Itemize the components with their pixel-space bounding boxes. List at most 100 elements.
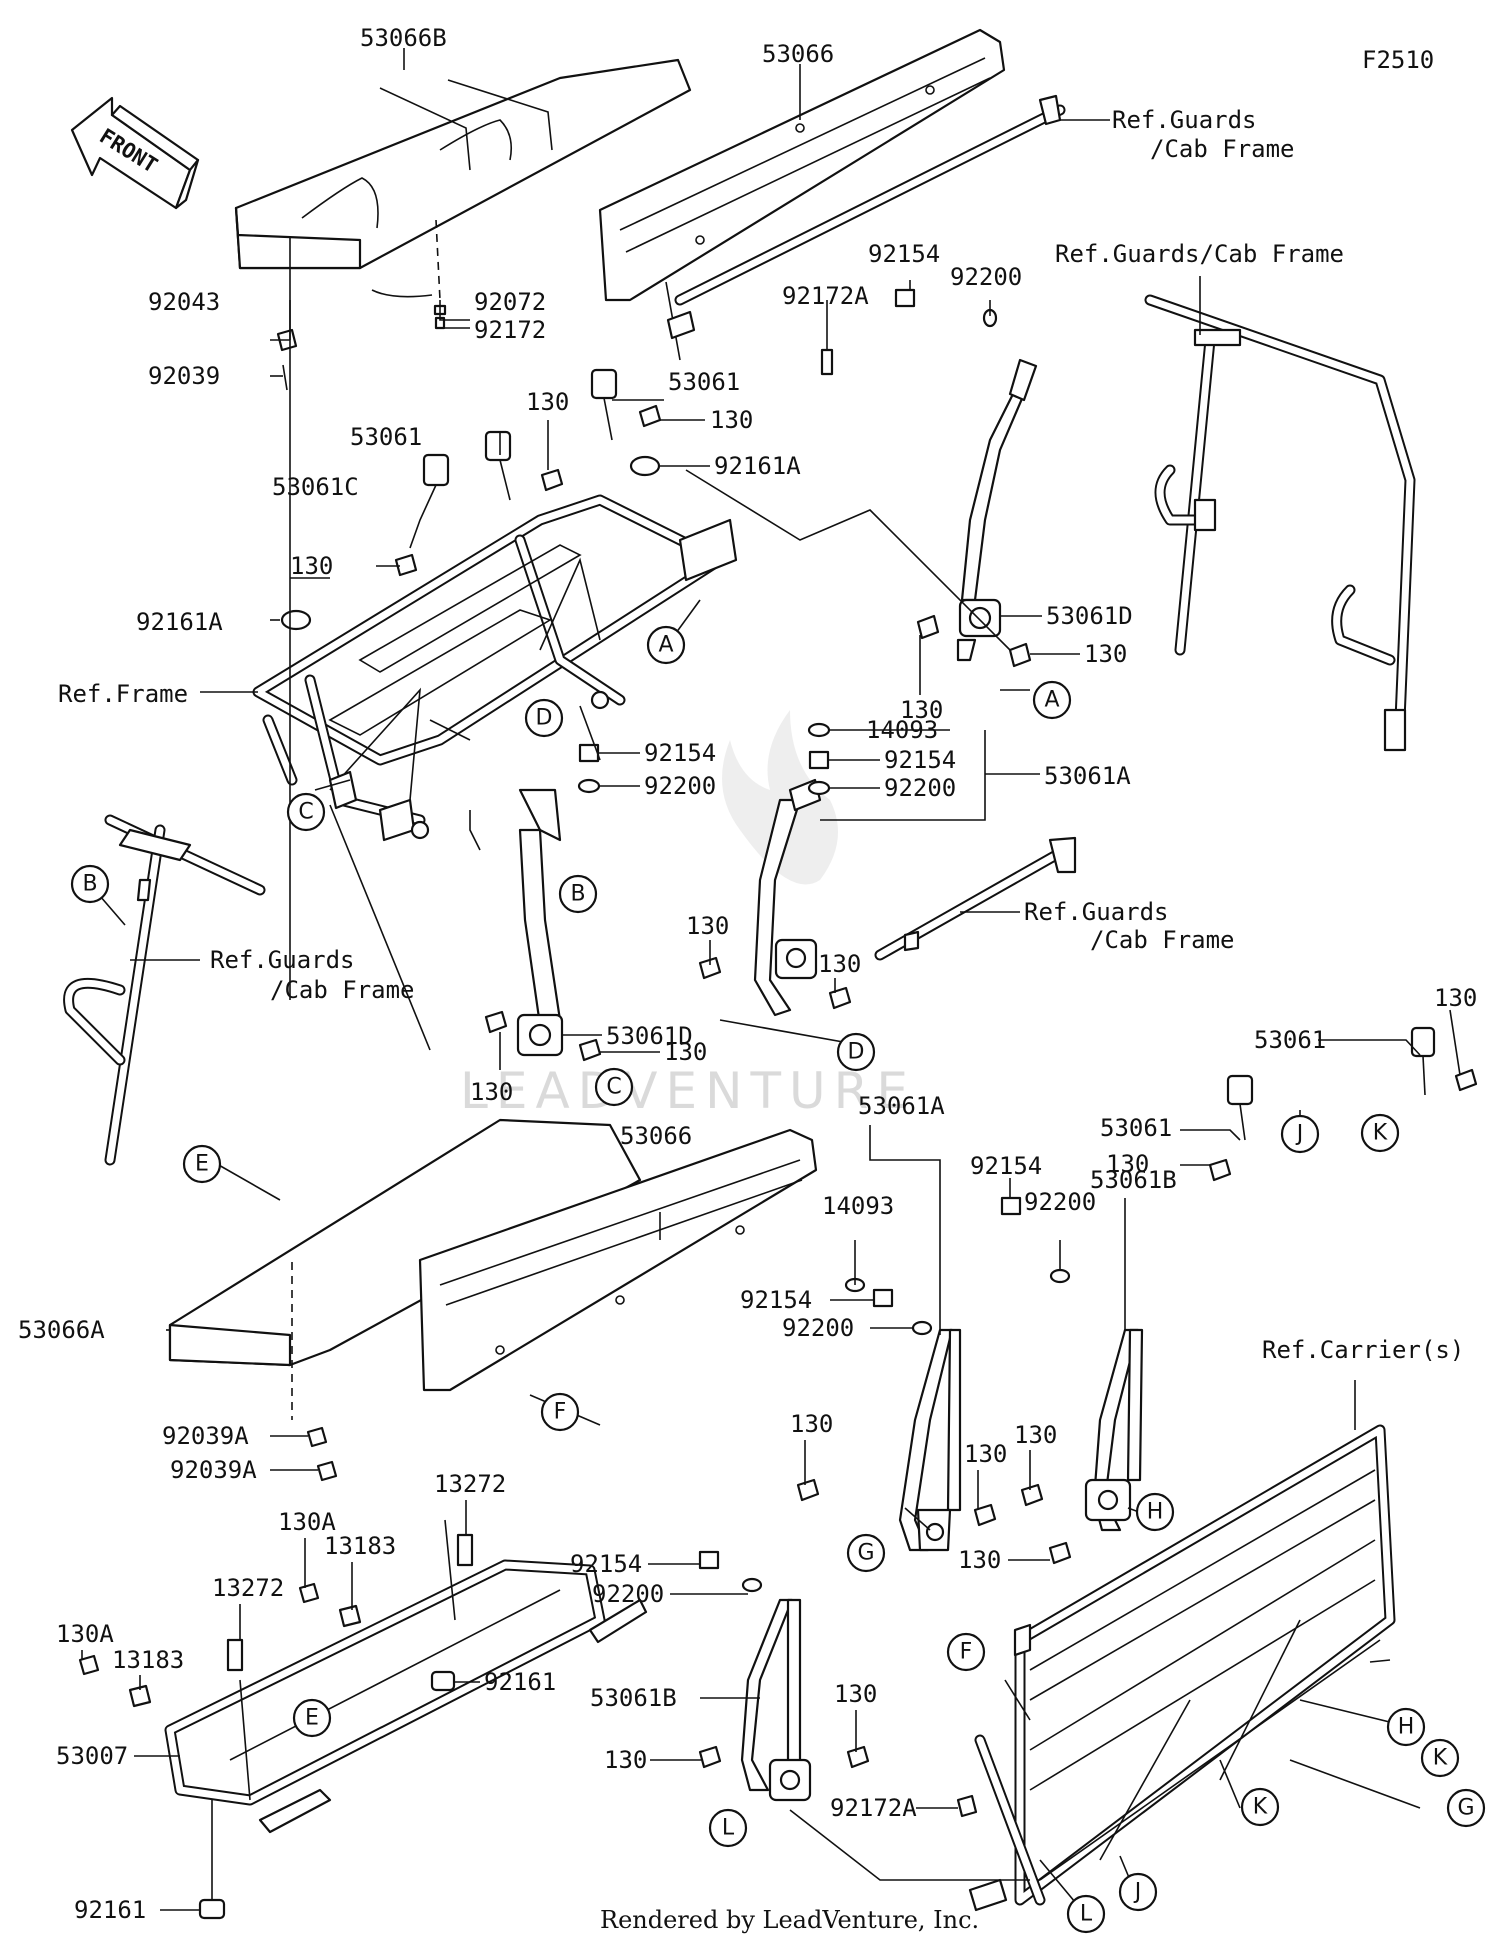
svg-text:B: B bbox=[82, 872, 97, 897]
label-92039: 92039 bbox=[148, 362, 220, 390]
callout-A-1: A bbox=[646, 625, 686, 665]
label-53061A-a: 53061A bbox=[1044, 762, 1131, 790]
label-92172A-bottom: 92172A bbox=[830, 1794, 917, 1822]
label-92200-a: 92200 bbox=[884, 774, 956, 802]
label-ref-guards-mid-1: Ref.Guards bbox=[1024, 898, 1169, 926]
label-53066A: 53066A bbox=[18, 1316, 105, 1344]
label-92161A-b: 92161A bbox=[136, 608, 223, 636]
label-92200-b: 92200 bbox=[644, 772, 716, 800]
label-92172: 92172 bbox=[474, 316, 546, 344]
figure-code: F2510 bbox=[1362, 46, 1434, 74]
buckle-53061-d bbox=[1410, 1026, 1436, 1096]
callout-C-2: C bbox=[594, 1067, 634, 1107]
label-ref-guards-mid-2: /Cab Frame bbox=[1090, 926, 1235, 954]
label-53061A-b: 53061A bbox=[858, 1092, 945, 1120]
callout-H-2: H bbox=[1386, 1707, 1426, 1747]
label-13272-b: 13272 bbox=[212, 1574, 284, 1602]
seatbelt-53061A-lower bbox=[898, 1328, 962, 1552]
callout-L-2: L bbox=[1066, 1894, 1106, 1934]
label-53066B: 53066B bbox=[360, 24, 447, 52]
callout-F-2: F bbox=[946, 1632, 986, 1672]
label-92172A-top: 92172A bbox=[782, 282, 869, 310]
label-14093-a: 14093 bbox=[866, 716, 938, 744]
seatbelt-53061B-right bbox=[1084, 1328, 1144, 1532]
label-92154-a: 92154 bbox=[884, 746, 956, 774]
callout-A-2: A bbox=[1032, 680, 1072, 720]
label-130-o: 130 bbox=[958, 1546, 1001, 1574]
label-130-g: 130 bbox=[818, 950, 861, 978]
sub-frame-53007 bbox=[164, 1519, 648, 1920]
label-92154-top: 92154 bbox=[868, 240, 940, 268]
label-53066-top: 53066 bbox=[762, 40, 834, 68]
label-13272-a: 13272 bbox=[434, 1470, 506, 1498]
buckle-53061C bbox=[409, 453, 450, 549]
seatbelt-53061D-right bbox=[956, 358, 1038, 662]
label-ref-guards-left-2: /Cab Frame bbox=[270, 976, 415, 1004]
label-53007: 53007 bbox=[56, 1742, 128, 1770]
callout-G-1: G bbox=[846, 1533, 886, 1573]
watermark: LEADVENTURE bbox=[460, 710, 916, 1120]
label-14093-b: 14093 bbox=[822, 1192, 894, 1220]
callout-K-1: K bbox=[1360, 1113, 1400, 1153]
label-130-h: 130 bbox=[664, 1038, 707, 1066]
watermark-text: LEADVENTURE bbox=[460, 1062, 916, 1120]
label-92039A-b: 92039A bbox=[170, 1456, 257, 1484]
label-130-i: 130 bbox=[470, 1078, 513, 1106]
front-arrow-icon: FRONT bbox=[70, 96, 200, 210]
callout-D-1: D bbox=[524, 698, 564, 738]
svg-text:G: G bbox=[857, 1541, 874, 1566]
callout-H-1: H bbox=[1135, 1492, 1175, 1532]
callout-F-1: F bbox=[540, 1392, 580, 1432]
svg-text:H: H bbox=[1398, 1715, 1415, 1740]
label-130-a: 130 bbox=[710, 406, 753, 434]
buckle-53061-a bbox=[590, 368, 618, 441]
label-53061B-left: 53061B bbox=[590, 1684, 677, 1712]
svg-text:F: F bbox=[554, 1400, 567, 1425]
svg-text:A: A bbox=[1044, 688, 1059, 713]
callout-G-2: G bbox=[1446, 1788, 1486, 1828]
label-130-m: 130 bbox=[964, 1440, 1007, 1468]
label-53061-d: 53061 bbox=[1254, 1026, 1326, 1054]
callout-K-3: K bbox=[1240, 1787, 1280, 1827]
svg-text:F: F bbox=[960, 1640, 973, 1665]
label-92154-e: 92154 bbox=[570, 1550, 642, 1578]
label-130-l: 130 bbox=[790, 1410, 833, 1438]
svg-text:D: D bbox=[536, 706, 553, 731]
label-ref-carrier: Ref.Carrier(s) bbox=[1262, 1336, 1464, 1364]
svg-text:G: G bbox=[1457, 1796, 1474, 1821]
label-53061-b: 53061 bbox=[350, 423, 422, 451]
label-53061C: 53061C bbox=[272, 473, 359, 501]
cab-frame-right bbox=[1144, 294, 1416, 752]
label-92154-d: 92154 bbox=[970, 1152, 1042, 1180]
label-92200-top: 92200 bbox=[950, 263, 1022, 291]
label-53061-a: 53061 bbox=[668, 368, 740, 396]
svg-text:J: J bbox=[1133, 1880, 1142, 1905]
svg-text:E: E bbox=[195, 1152, 209, 1177]
label-130-f: 130 bbox=[686, 912, 729, 940]
label-92161A-a: 92161A bbox=[714, 452, 801, 480]
label-92072: 92072 bbox=[474, 288, 546, 316]
label-ref-guards-top-2: /Cab Frame bbox=[1150, 135, 1295, 163]
label-92200-e: 92200 bbox=[592, 1580, 664, 1608]
callout-B-1: B bbox=[70, 864, 110, 904]
seat-cushion-53066B bbox=[234, 58, 692, 301]
svg-text:K: K bbox=[1433, 1746, 1448, 1771]
label-ref-guards-top-1: Ref.Guards bbox=[1112, 106, 1257, 134]
label-92161-b: 92161 bbox=[74, 1896, 146, 1924]
callouts: A A B B C C D D E E F F G G H H J J K K … bbox=[70, 625, 1486, 1934]
label-92200-c: 92200 bbox=[782, 1314, 854, 1342]
seat-frame bbox=[252, 494, 738, 842]
buckle-53061-b bbox=[484, 430, 512, 501]
svg-text:J: J bbox=[1295, 1122, 1304, 1147]
label-92043: 92043 bbox=[148, 288, 220, 316]
buckle-53061-c bbox=[1226, 1074, 1254, 1141]
callout-K-2: K bbox=[1420, 1738, 1460, 1778]
label-130-e: 130 bbox=[900, 696, 943, 724]
label-130-n: 130 bbox=[1014, 1421, 1057, 1449]
label-53061D-left: 53061D bbox=[606, 1022, 693, 1050]
label-13183-a: 13183 bbox=[324, 1532, 396, 1560]
label-130-c: 130 bbox=[290, 552, 333, 580]
cab-frame-left bbox=[63, 814, 266, 1166]
callout-C-1: C bbox=[286, 792, 326, 832]
